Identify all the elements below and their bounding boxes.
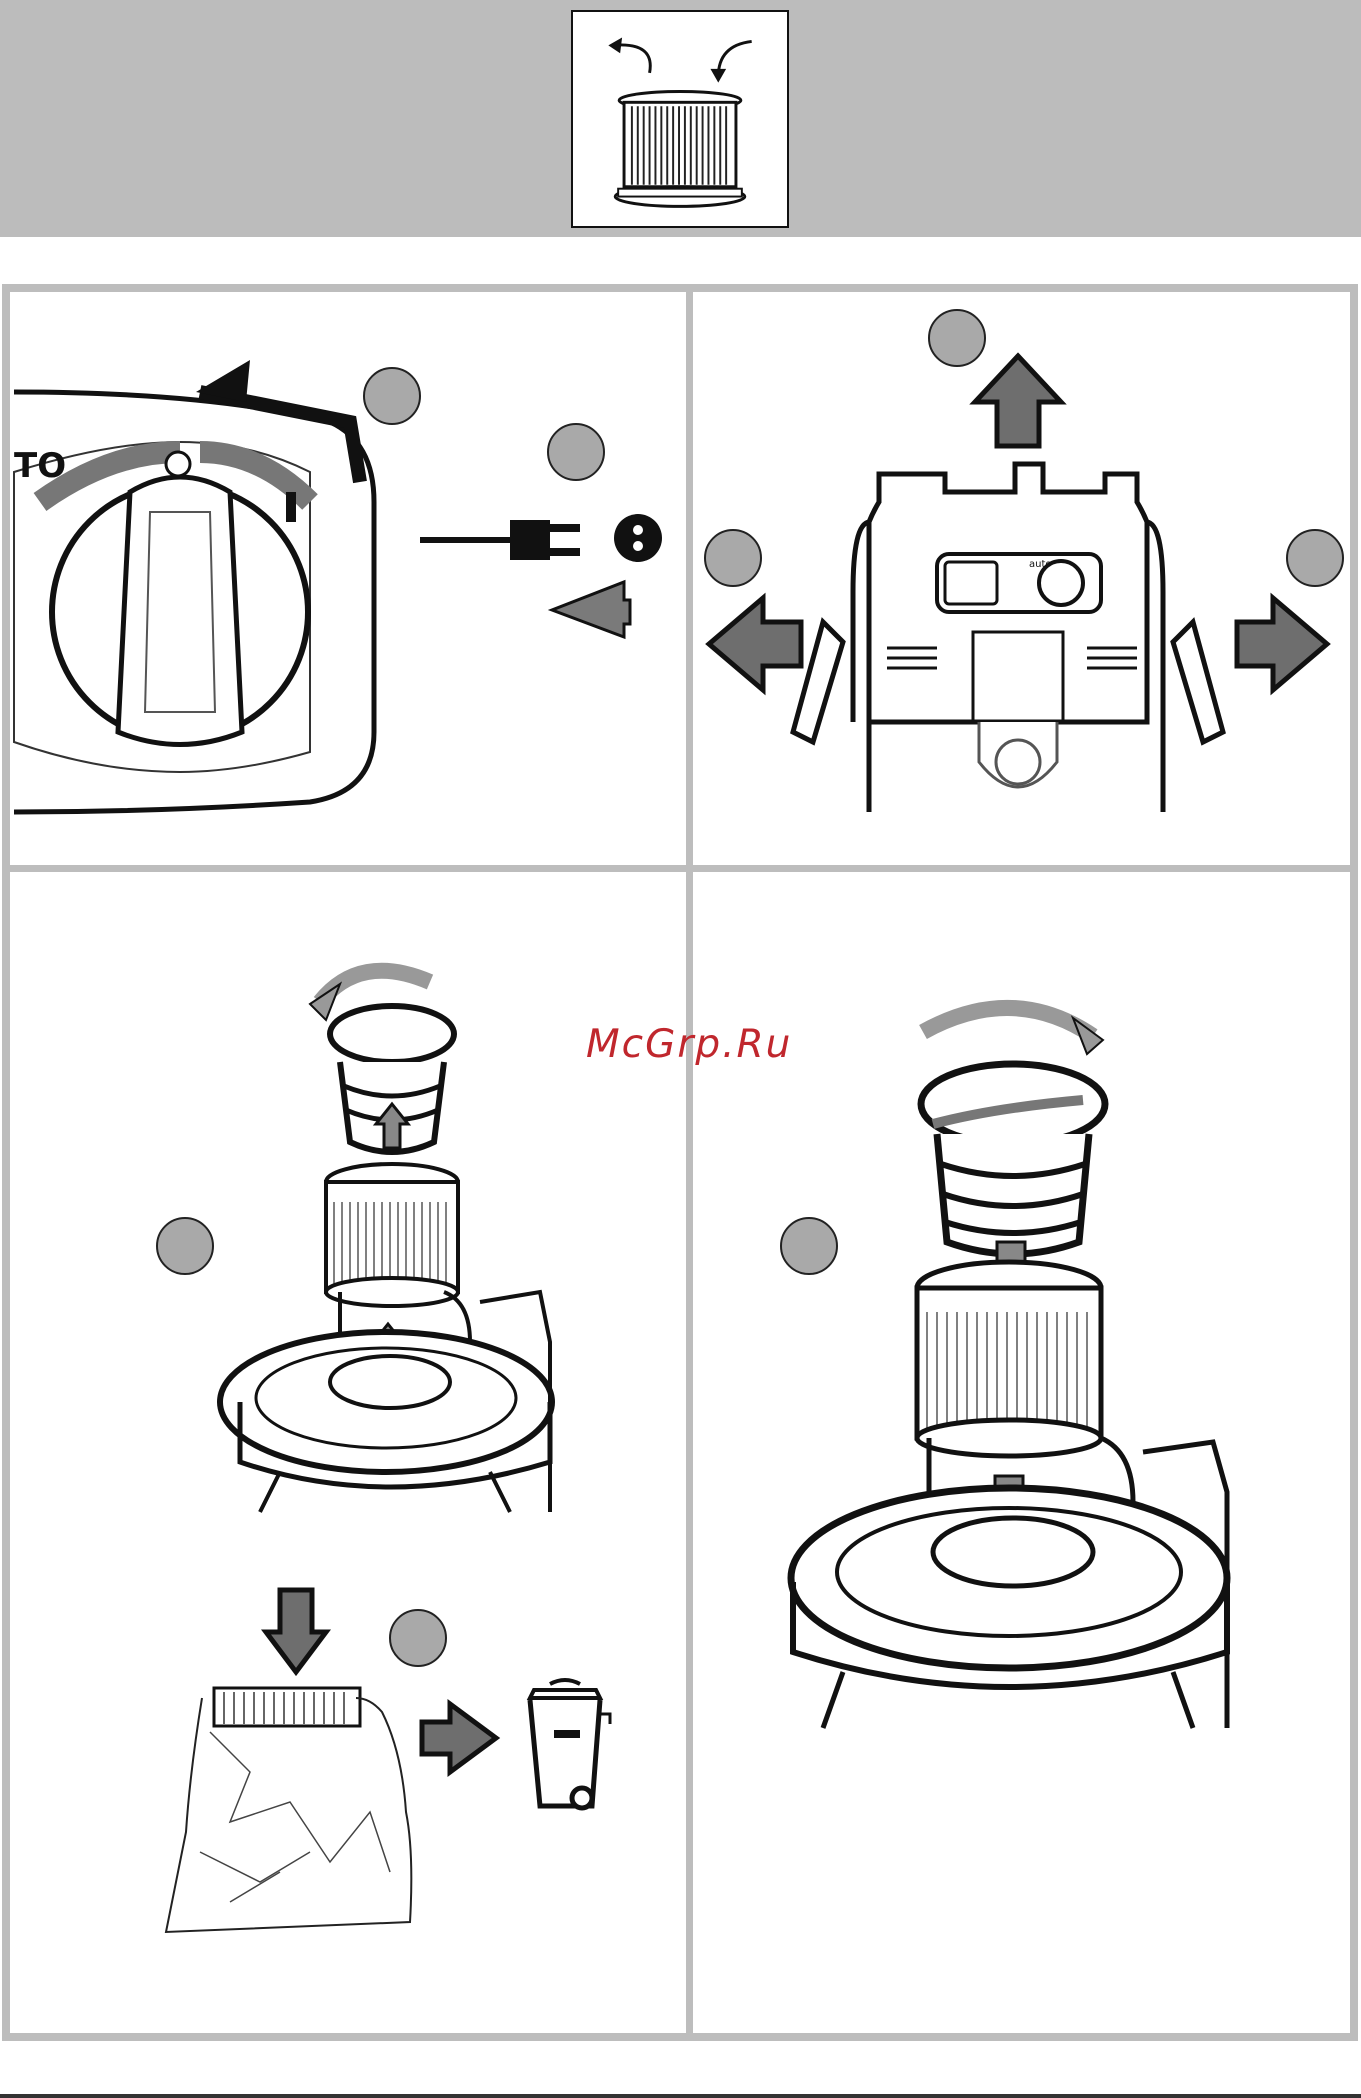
panel-release-motor-head: auto xyxy=(693,292,1350,865)
rotary-switch-icon: TO xyxy=(14,360,374,812)
arrow-left-icon xyxy=(709,598,801,690)
filter-cartridge-icon xyxy=(917,1262,1101,1456)
arrow-down-icon xyxy=(266,1590,326,1672)
filter-thumbnail xyxy=(571,10,789,228)
step-marker-icon xyxy=(781,1218,837,1274)
arrow-right-icon xyxy=(422,1704,496,1772)
step-marker-icon xyxy=(929,310,985,366)
filter-cartridge-icon xyxy=(326,1164,458,1306)
arrow-up-icon xyxy=(975,356,1061,446)
filter-basket-icon xyxy=(921,1064,1105,1254)
step-marker-icon xyxy=(1287,530,1343,586)
step-marker-icon xyxy=(548,424,604,480)
motor-head-dial-label: auto xyxy=(1029,559,1052,570)
motor-head-icon: auto xyxy=(793,464,1223,812)
page-bottom-rule xyxy=(0,2094,1361,2098)
dial-label-partial: TO xyxy=(14,446,66,486)
grid-divider-horizontal xyxy=(2,865,1358,872)
grid-divider-vertical xyxy=(686,284,693,2041)
arrow-right-icon xyxy=(1237,598,1327,690)
panel-switch-off-unplug: TO xyxy=(10,292,686,865)
filter-cartridge-rotate-icon xyxy=(573,12,787,226)
step-marker-icon xyxy=(705,530,761,586)
panel-remove-dispose-filter xyxy=(10,872,686,2033)
arrow-left-icon xyxy=(552,582,630,637)
step-marker-icon xyxy=(390,1610,446,1666)
step-marker-icon xyxy=(364,368,420,424)
step-marker-icon xyxy=(157,1218,213,1274)
waste-bin-icon xyxy=(530,1680,610,1808)
power-plug-icon xyxy=(420,514,662,562)
plastic-bag-icon xyxy=(166,1688,411,1932)
watermark: McGrp.Ru xyxy=(586,1022,792,1067)
